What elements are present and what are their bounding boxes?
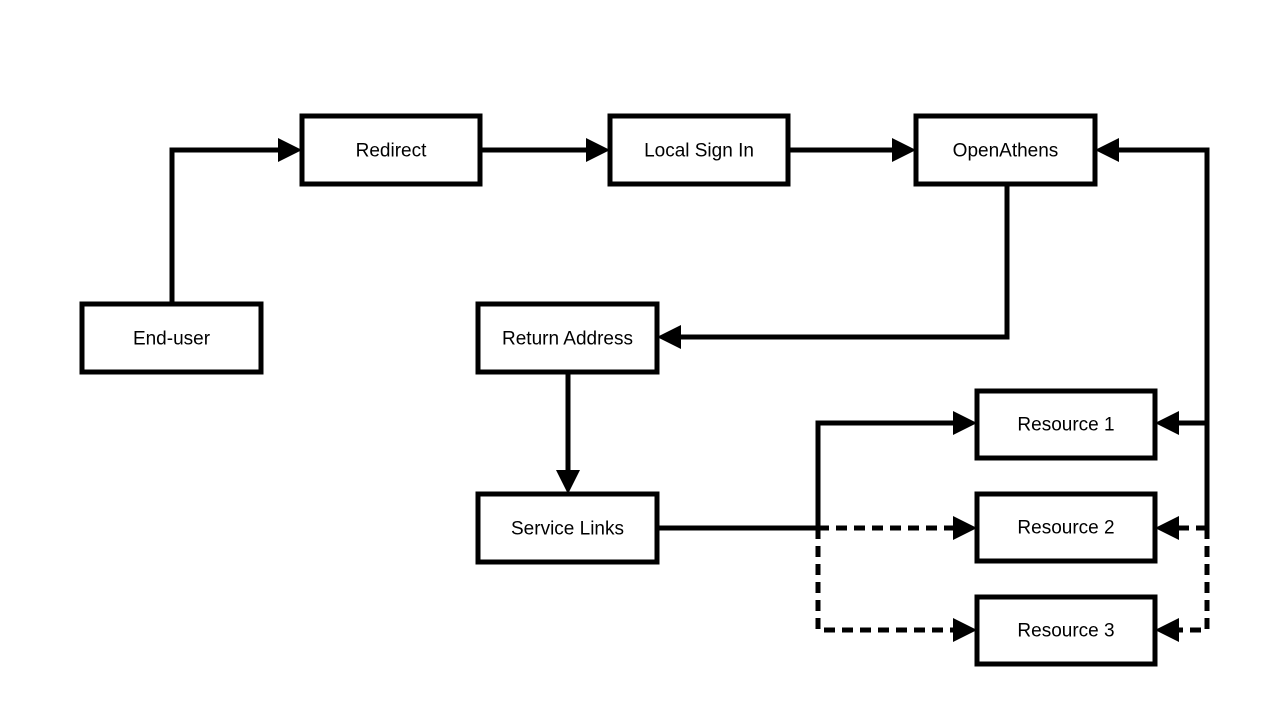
edge-line: [815, 420, 965, 528]
node-box[interactable]: [607, 113, 791, 187]
node-box[interactable]: [974, 388, 1158, 461]
edge-service-links-to-resource-2: [818, 516, 977, 540]
node-box[interactable]: [974, 594, 1158, 667]
node-resource-3[interactable]: Resource 3: [974, 594, 1158, 667]
arrowhead-icon: [556, 470, 580, 494]
arrowhead-icon: [1155, 618, 1179, 642]
edge-local-sign-in-to-openathens: [788, 138, 916, 162]
edge-resource-2-to-return-bus: [1155, 516, 1207, 540]
node-redirect[interactable]: Redirect: [299, 113, 483, 187]
arrowhead-icon: [1095, 138, 1119, 162]
edge-line: [1169, 528, 1210, 633]
node-box[interactable]: [974, 491, 1158, 564]
node-resource-2[interactable]: Resource 2: [974, 491, 1158, 564]
node-box[interactable]: [299, 113, 483, 187]
node-box[interactable]: [475, 491, 660, 565]
edge-service-links-to-resource-1: [815, 411, 977, 528]
edge-end-user-to-redirect: [169, 138, 302, 304]
node-local-sign-in[interactable]: Local Sign In: [607, 113, 791, 187]
edge-return-address-to-service-links: [556, 372, 580, 494]
node-resource-1[interactable]: Resource 1: [974, 388, 1158, 461]
node-box[interactable]: [913, 113, 1098, 187]
edge-line: [815, 528, 963, 633]
arrowhead-icon: [953, 618, 977, 642]
arrowhead-icon: [892, 138, 916, 162]
edge-line: [169, 147, 290, 304]
node-openathens[interactable]: OpenAthens: [913, 113, 1098, 187]
edge-service-links-to-resource-3: [815, 528, 977, 642]
edge-resource-1-to-return-bus: [1155, 411, 1207, 435]
arrowhead-icon: [586, 138, 610, 162]
arrowhead-icon: [953, 411, 977, 435]
arrowhead-icon: [953, 516, 977, 540]
node-box[interactable]: [475, 301, 660, 375]
edge-redirect-to-local-sign-in: [480, 138, 610, 162]
node-box[interactable]: [79, 301, 264, 375]
edge-line: [1107, 147, 1210, 528]
arrowhead-icon: [1155, 411, 1179, 435]
node-end-user[interactable]: End-user: [79, 301, 264, 375]
arrowhead-icon: [1155, 516, 1179, 540]
edge-line: [669, 184, 1010, 340]
arrowhead-icon: [657, 325, 681, 349]
node-return-address[interactable]: Return Address: [475, 301, 660, 375]
edge-openathens-to-return-address: [657, 184, 1010, 349]
arrowhead-icon: [278, 138, 302, 162]
node-service-links[interactable]: Service Links: [475, 491, 660, 565]
edge-return-bus-solid: [1095, 138, 1210, 528]
edge-return-bus-dashed: [1155, 528, 1210, 642]
